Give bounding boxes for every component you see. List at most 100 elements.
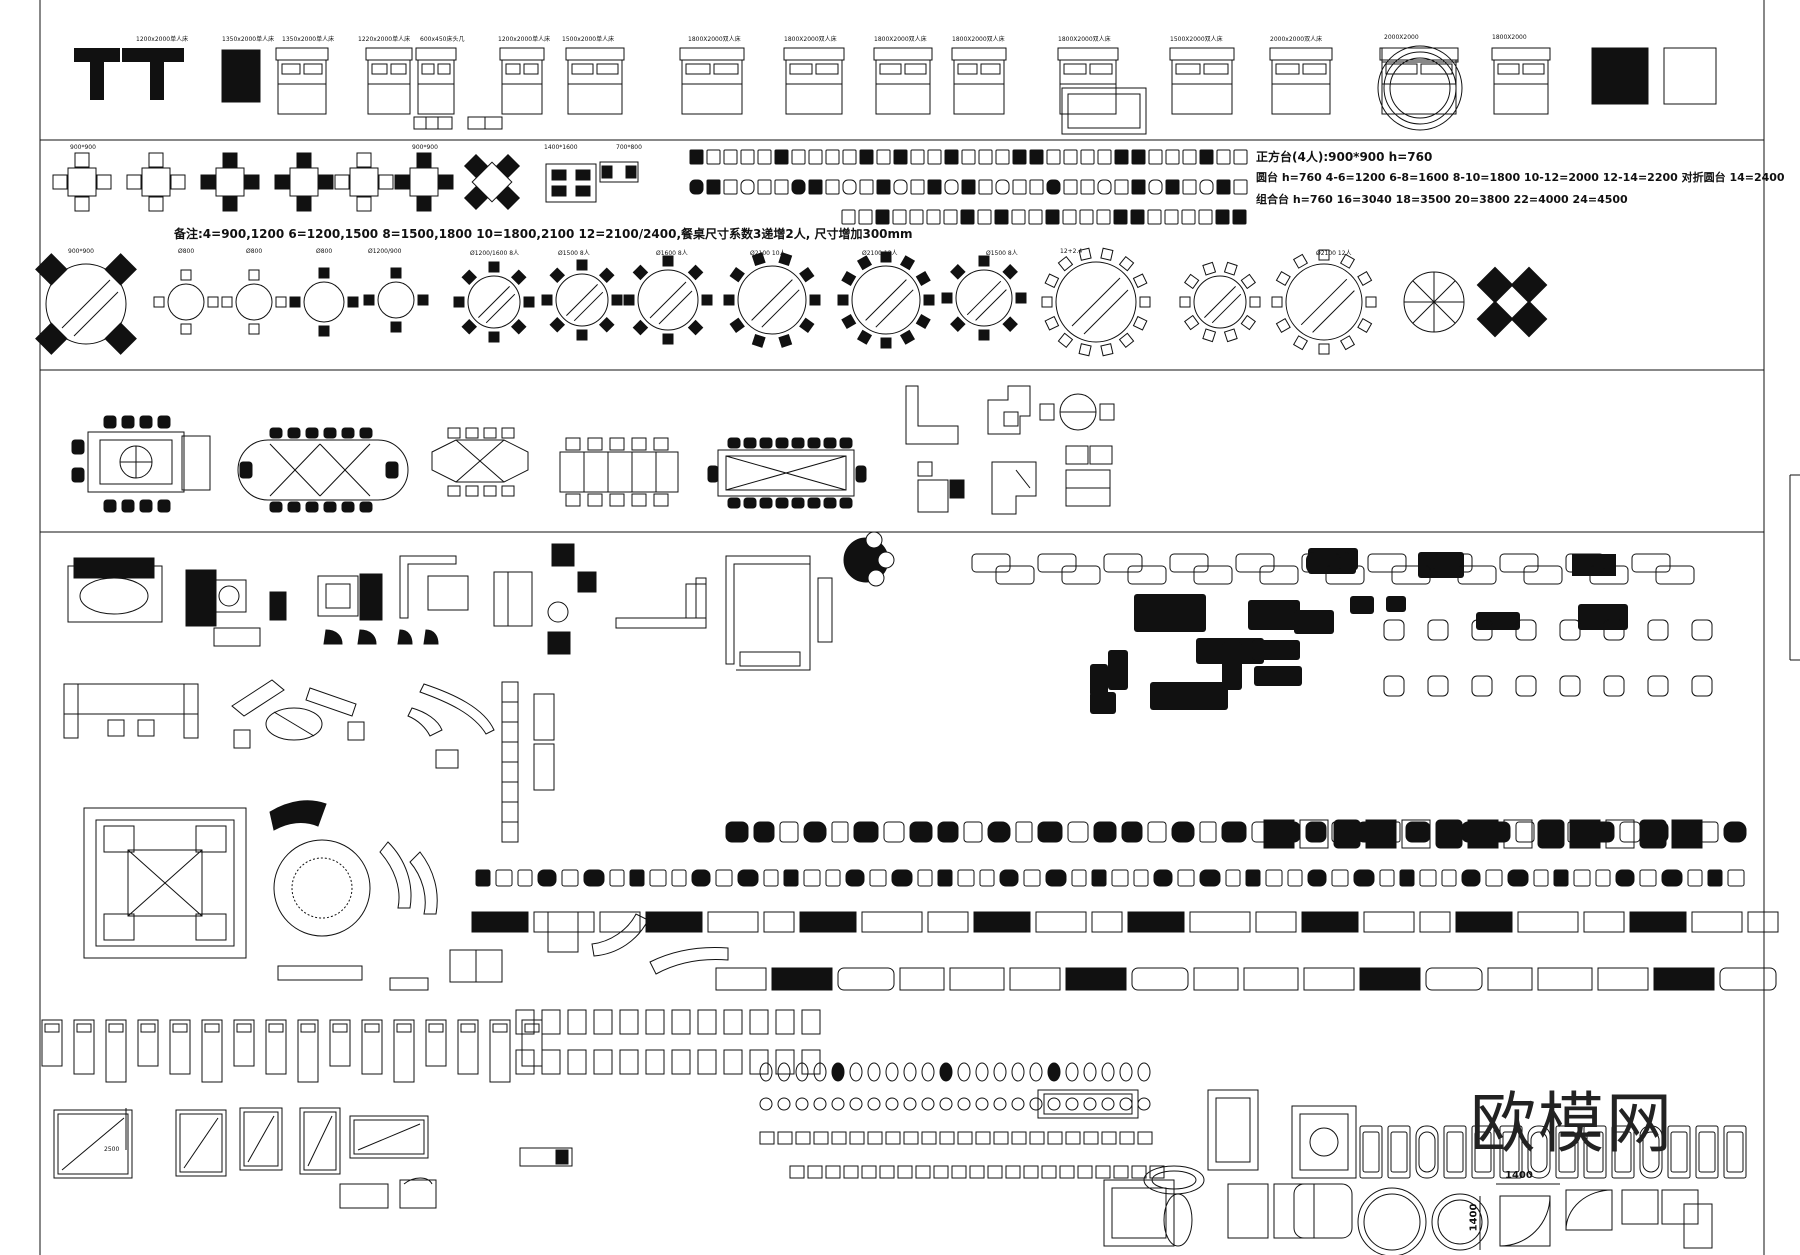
chair-icon — [999, 869, 1019, 887]
armchair-icon — [1639, 819, 1667, 849]
armchair-icon — [1515, 675, 1537, 697]
bench-icon — [555, 1149, 569, 1165]
bench-icon — [519, 1147, 573, 1167]
pillow — [44, 1023, 60, 1033]
square-conference-table — [87, 431, 211, 493]
chair-icon — [893, 149, 908, 165]
bed-size-label: 1800X2000双人床 — [952, 36, 1005, 43]
pillow — [172, 1023, 188, 1033]
armchair-icon — [1569, 819, 1601, 849]
armchair-icon — [1515, 619, 1537, 641]
sofa-icon — [645, 911, 703, 933]
armchair-icon — [1723, 821, 1747, 843]
conference-chair — [631, 493, 647, 507]
basin-icon — [915, 1165, 931, 1179]
sofa-icon — [1090, 664, 1108, 696]
sofa-icon — [1691, 911, 1743, 933]
armchair-icon — [1559, 675, 1581, 697]
sofa-icon — [1350, 596, 1374, 614]
conference-chair — [359, 427, 373, 439]
chair-icon — [1177, 869, 1195, 887]
chair-icon — [774, 179, 789, 195]
lower-left-furniture — [41, 1009, 821, 1209]
bed-plan-icon — [1269, 47, 1333, 115]
corner-sectional — [615, 555, 833, 671]
round-table-label: Ø2100 12人 — [862, 250, 898, 257]
chair-icon — [1225, 869, 1241, 887]
sofa-icon — [1386, 596, 1406, 612]
chair-icon — [609, 869, 625, 887]
basin-icon — [1113, 1165, 1129, 1179]
armchair-icon — [1199, 821, 1217, 843]
toilet-icon — [993, 1062, 1007, 1082]
sofa-icon — [1517, 911, 1579, 933]
chair-icon — [1639, 869, 1657, 887]
bathtub-icon — [1723, 1125, 1747, 1179]
dining-set-icon — [599, 161, 639, 183]
basin-icon — [759, 1097, 773, 1111]
round-table-label: Ø1200/1600 8人 — [470, 250, 520, 257]
conference-chair — [759, 497, 773, 509]
chair-icon — [825, 179, 840, 195]
bed-plan-icon — [275, 47, 329, 115]
conference-chair — [323, 427, 337, 439]
l-sectional-set — [397, 555, 469, 645]
bedside-tables — [413, 116, 503, 130]
bathtub-icon — [1555, 1125, 1579, 1179]
pillow — [236, 1023, 252, 1033]
chair-icon — [944, 149, 959, 165]
conference-chair — [501, 485, 515, 497]
chair-icon — [629, 869, 645, 887]
bed-row — [74, 45, 1717, 135]
basin-icon — [1029, 1097, 1043, 1111]
armchair-icon — [1405, 821, 1431, 843]
chair-icon — [737, 869, 759, 887]
armchair-icon — [1427, 675, 1449, 697]
sofa-icon — [1009, 967, 1061, 991]
armchair-icon — [645, 1049, 665, 1075]
conference-chair — [839, 437, 853, 449]
armchair-icon — [671, 1009, 691, 1035]
armchair-icon — [749, 1049, 769, 1075]
basin-icon — [777, 1131, 793, 1145]
sofa-icon — [899, 967, 945, 991]
sofa-icon — [1065, 967, 1127, 991]
dining-set-icon — [126, 152, 186, 212]
vanity-icon — [1043, 1093, 1133, 1115]
bed-plan-icon — [329, 1019, 351, 1067]
armchair-icon — [1435, 819, 1463, 849]
bathroom-fixtures — [759, 1062, 1747, 1255]
chair-icon — [909, 209, 924, 225]
basin-icon — [993, 1097, 1007, 1111]
bathtub-icon — [1527, 1125, 1551, 1179]
cross-chair-set-icon — [1476, 266, 1548, 338]
round-table-icon — [1179, 261, 1261, 343]
armchair-icon — [1367, 553, 1407, 573]
dimension-1400-top: 1400 — [1505, 1170, 1533, 1181]
toilet-icon — [975, 1062, 989, 1082]
armchair-icon — [749, 1009, 769, 1035]
armchair-icon — [567, 1009, 587, 1035]
conference-chair — [631, 437, 647, 451]
armchair-icon — [1647, 619, 1669, 641]
chair-icon — [1233, 179, 1248, 195]
chair-icon — [978, 179, 993, 195]
conference-chair — [791, 437, 805, 449]
round-rug-set — [269, 800, 438, 991]
bathtub-icon — [1583, 1125, 1607, 1179]
basin-icon — [1119, 1097, 1133, 1111]
round-table-icon — [541, 259, 623, 341]
basin-icon — [1101, 1131, 1117, 1145]
armchair-icon — [1061, 565, 1101, 585]
bed-size-label: 1200x2000单人床 — [136, 36, 189, 43]
bed-size-label: 1800X2000双人床 — [784, 36, 837, 43]
chair-icon — [876, 179, 891, 195]
chair-icon — [1379, 869, 1395, 887]
hex-conference-table — [431, 439, 529, 483]
dining-set-icon — [200, 152, 260, 212]
boardroom-table — [717, 449, 855, 497]
chair-icon — [1114, 179, 1129, 195]
chair-icon — [1485, 869, 1503, 887]
black-sofa-cluster — [971, 548, 1713, 714]
armchair-icon — [1457, 565, 1497, 585]
